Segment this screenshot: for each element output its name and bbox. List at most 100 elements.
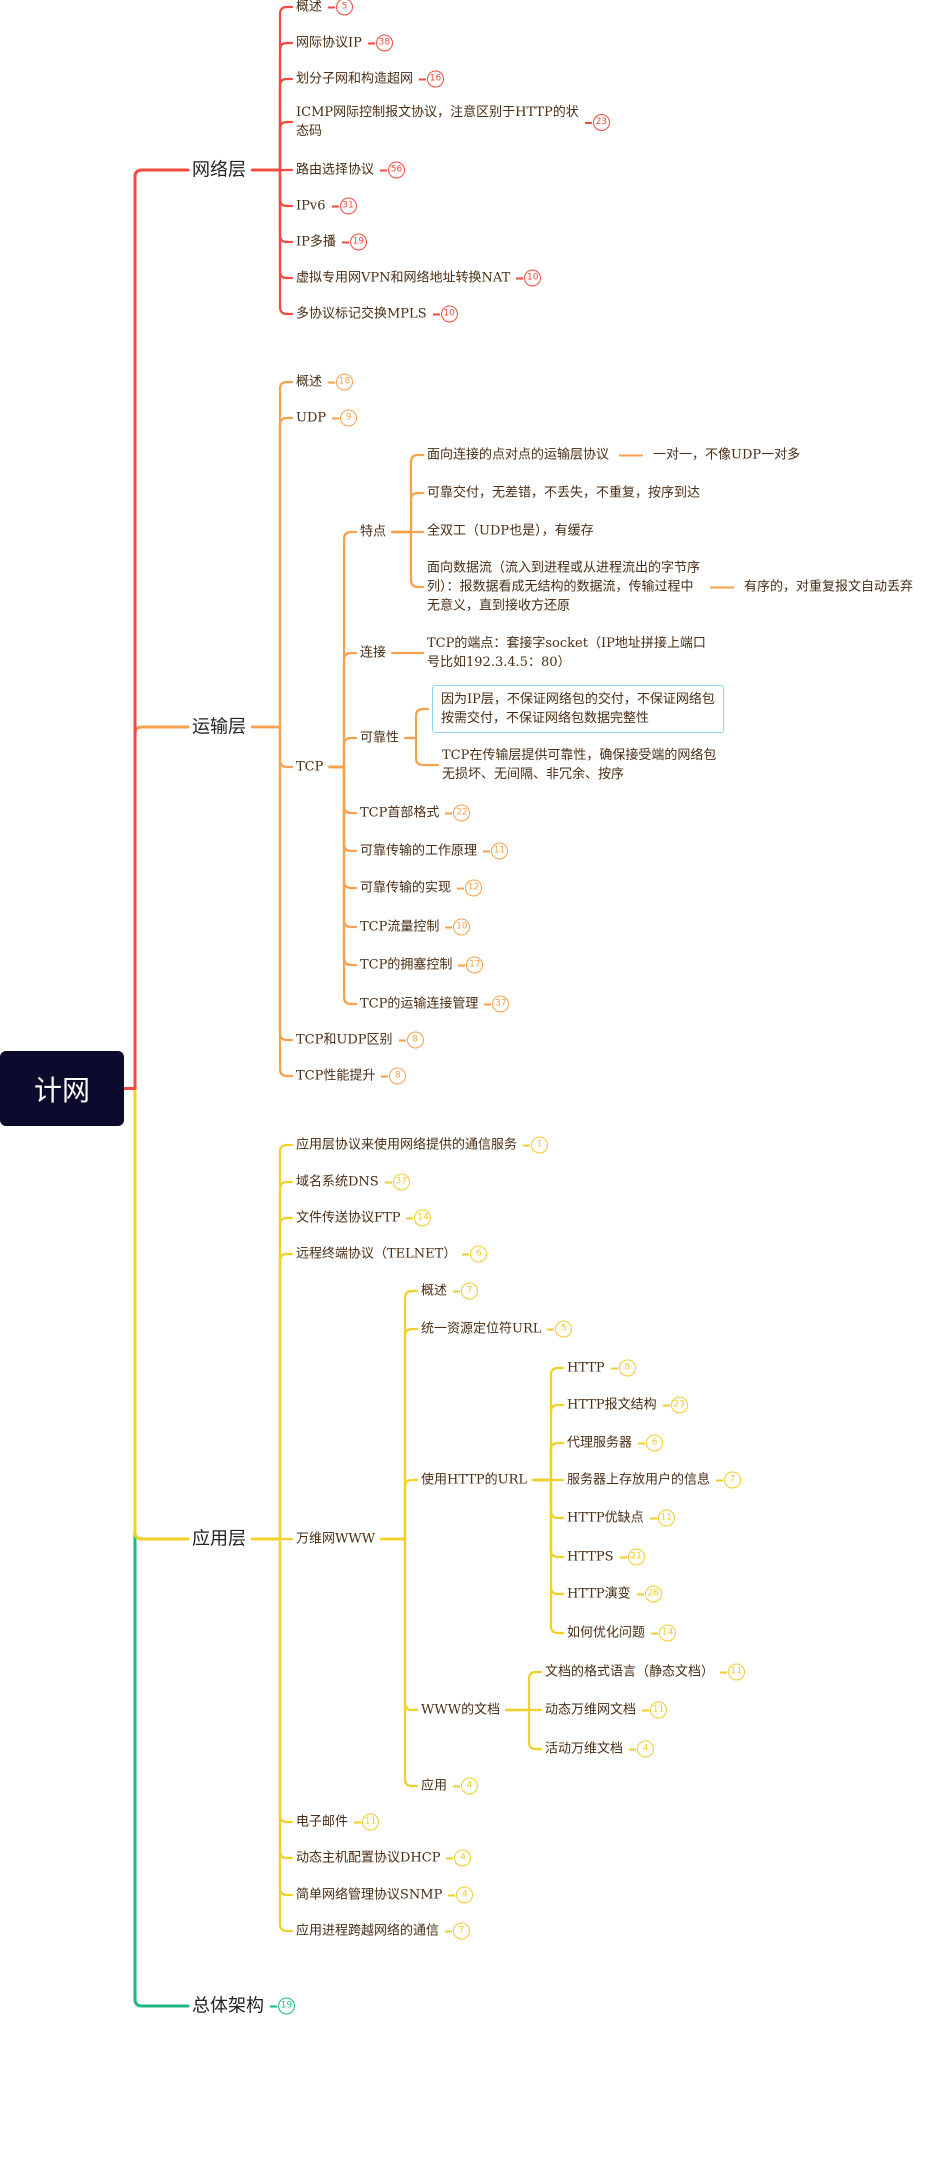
count-badge[interactable]: 4 xyxy=(446,1849,472,1867)
count-badge[interactable]: 5 xyxy=(547,1320,573,1338)
topic-node-tcp[interactable]: TCP xyxy=(296,758,323,777)
count-badge[interactable]: 6 xyxy=(462,1245,488,1263)
count-badge[interactable]: 56 xyxy=(380,161,406,179)
branch-transport-layer[interactable]: 运输层 xyxy=(192,718,246,737)
count-badge[interactable]: 7 xyxy=(716,1471,742,1489)
count-badge[interactable]: 12 xyxy=(457,879,483,897)
branch-application-layer[interactable]: 应用层 xyxy=(192,1530,246,1549)
topic-node[interactable]: TCP在传输层提供可靠性，确保接受端的网络包 无损坏、无间隔、非冗余、按序 xyxy=(442,746,716,784)
topic-node-selected[interactable]: 因为IP层，不保证网络包的交付，不保证网络包 按需交付，不保证网络包数据完整性 xyxy=(432,685,724,733)
count-badge[interactable]: 37 xyxy=(484,995,510,1013)
topic-node-features[interactable]: 特点 xyxy=(360,523,386,542)
count-badge[interactable]: 10 xyxy=(445,918,471,936)
count-badge[interactable]: 22 xyxy=(445,804,471,822)
count-badge[interactable]: 7 xyxy=(445,1922,471,1940)
topic-node[interactable]: 远程终端协议（TELNET）6 xyxy=(296,1245,488,1264)
count-badge[interactable]: 31 xyxy=(331,197,357,215)
count-badge[interactable]: 8 xyxy=(381,1067,407,1085)
count-badge[interactable]: 7 xyxy=(453,1282,479,1300)
count-badge[interactable]: 11 xyxy=(354,1813,380,1831)
count-badge[interactable]: 21 xyxy=(619,1548,645,1566)
topic-node[interactable]: 面向连接的点对点的运输层协议一对一，不像UDP一对多 xyxy=(427,446,800,465)
count-badge[interactable]: 11 xyxy=(720,1663,746,1681)
topic-node-connection[interactable]: 连接 xyxy=(360,644,386,663)
topic-node-http-url[interactable]: 使用HTTP的URL xyxy=(421,1471,527,1490)
count-badge[interactable]: 1 xyxy=(523,1136,549,1154)
count-badge[interactable]: 6 xyxy=(638,1434,664,1452)
topic-node[interactable]: 文档的格式语言（静态文档）11 xyxy=(545,1663,746,1682)
count-badge[interactable]: 19 xyxy=(270,1997,295,2015)
topic-node-reliability[interactable]: 可靠性 xyxy=(360,729,399,748)
topic-node[interactable]: 全双工（UDP也是），有缓存 xyxy=(427,522,594,541)
count-badge[interactable]: 11 xyxy=(483,842,509,860)
count-badge[interactable]: 37 xyxy=(384,1173,410,1191)
count-badge[interactable]: 10 xyxy=(516,269,542,287)
count-badge[interactable]: 23 xyxy=(662,1396,688,1414)
count-badge[interactable]: 9 xyxy=(332,409,358,427)
count-badge[interactable]: 14 xyxy=(406,1209,432,1227)
count-badge[interactable]: 5 xyxy=(328,0,354,16)
note-label[interactable]: 一对一，不像UDP一对多 xyxy=(653,447,801,463)
count-badge[interactable]: 4 xyxy=(448,1886,474,1904)
topic-node[interactable]: 可靠交付，无差错，不丢失，不重复，按序到达 xyxy=(427,484,700,503)
count-badge[interactable]: 8 xyxy=(610,1359,636,1377)
count-badge[interactable]: 11 xyxy=(642,1701,668,1719)
count-badge[interactable]: 23 xyxy=(584,113,610,131)
count-badge[interactable]: 14 xyxy=(651,1624,677,1642)
root-node[interactable]: 计网 xyxy=(0,1051,124,1126)
topic-node[interactable]: 面向数据流（流入到进程或从进程流出的字节序 列）：报数据看成无结构的数据流，传输… xyxy=(427,559,913,616)
topic-node-www[interactable]: 万维网WWW xyxy=(296,1530,375,1549)
topic-node-www-docs[interactable]: WWW的文档 xyxy=(421,1701,500,1720)
count-badge[interactable]: 17 xyxy=(458,956,484,974)
branch-network-layer[interactable]: 网络层 xyxy=(192,161,246,180)
count-badge[interactable]: 38 xyxy=(367,34,393,52)
note-label[interactable]: 有序的，对重复报文自动丢弃 xyxy=(744,579,914,595)
count-badge[interactable]: 11 xyxy=(649,1509,675,1527)
topic-node[interactable]: TCP的端点：套接字socket（IP地址拼接上端口 号比如192.3.4.5：… xyxy=(427,634,706,672)
count-badge[interactable]: 10 xyxy=(432,305,458,323)
count-badge[interactable]: 19 xyxy=(341,233,367,251)
count-badge[interactable]: 16 xyxy=(419,70,445,88)
count-badge[interactable]: 26 xyxy=(636,1585,662,1603)
count-badge[interactable]: 8 xyxy=(398,1031,424,1049)
count-badge[interactable]: 4 xyxy=(629,1740,655,1758)
